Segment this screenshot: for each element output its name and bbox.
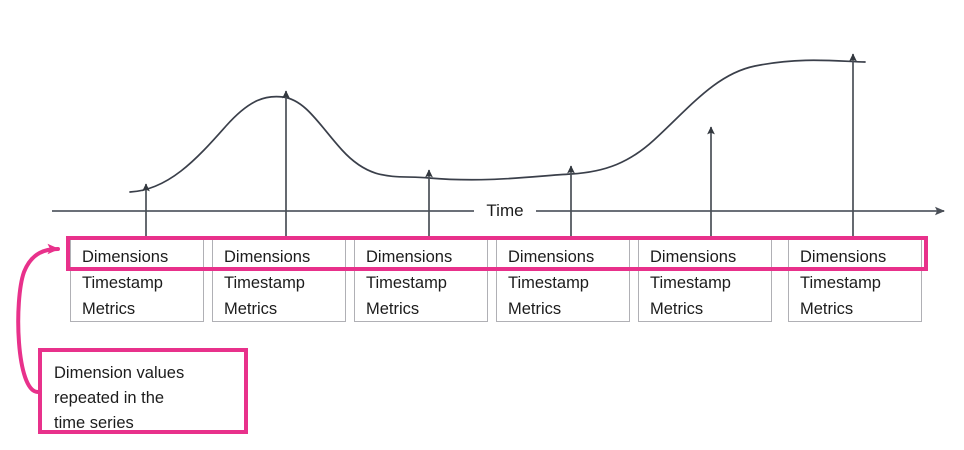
record-timestamp-label: Timestamp (82, 274, 163, 292)
record-dimensions-label: Dimensions (224, 248, 311, 266)
record-box-6[interactable]: Dimensions Timestamp Metrics (788, 236, 922, 322)
callout-line-2: repeated in the (54, 389, 165, 407)
record-box-1[interactable]: Dimensions Timestamp Metrics (70, 236, 204, 322)
record-metrics-label: Metrics (82, 300, 136, 318)
record-dimensions-label: Dimensions (800, 248, 887, 266)
dimensions-row-highlight (66, 236, 928, 271)
callout-connector-arrow (16, 243, 60, 394)
record-timestamp-label: Timestamp (224, 274, 305, 292)
record-dimensions-label: Dimensions (82, 248, 169, 266)
callout-line-3: time series (54, 414, 134, 432)
record-metrics-label: Metrics (508, 300, 562, 318)
record-box-2[interactable]: Dimensions Timestamp Metrics (212, 236, 346, 322)
time-axis-label: Time (474, 201, 536, 221)
record-timestamp-label: Timestamp (508, 274, 589, 292)
callout-line-1: Dimension values (54, 364, 185, 382)
record-box-4[interactable]: Dimensions Timestamp Metrics (496, 236, 630, 322)
record-metrics-label: Metrics (650, 300, 704, 318)
metric-curve (129, 59, 866, 193)
record-timestamp-label: Timestamp (800, 274, 881, 292)
record-metrics-label: Metrics (224, 300, 278, 318)
record-dimensions-label: Dimensions (366, 248, 453, 266)
record-dimensions-label: Dimensions (650, 248, 737, 266)
record-timestamp-label: Timestamp (366, 274, 447, 292)
record-timestamp-label: Timestamp (650, 274, 731, 292)
record-dimensions-label: Dimensions (508, 248, 595, 266)
callout-box: Dimension values repeated in the time se… (38, 348, 248, 434)
record-metrics-label: Metrics (366, 300, 420, 318)
record-box-3[interactable]: Dimensions Timestamp Metrics (354, 236, 488, 322)
record-metrics-label: Metrics (800, 300, 854, 318)
